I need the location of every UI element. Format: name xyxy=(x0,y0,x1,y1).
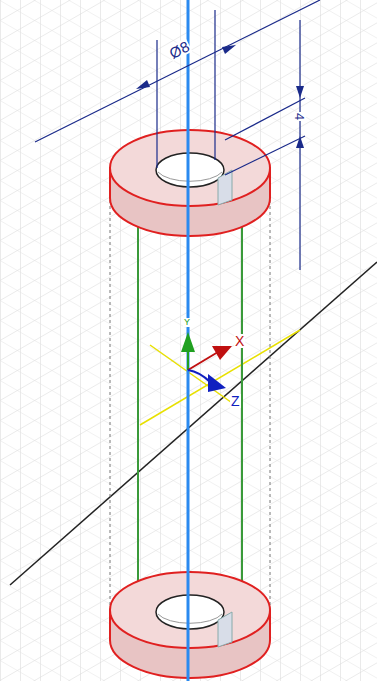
axis-label: Z xyxy=(230,394,241,408)
thickness-dimension: 4 xyxy=(293,112,306,121)
axis-label: X xyxy=(234,334,245,348)
axis-label: Y xyxy=(183,318,191,327)
